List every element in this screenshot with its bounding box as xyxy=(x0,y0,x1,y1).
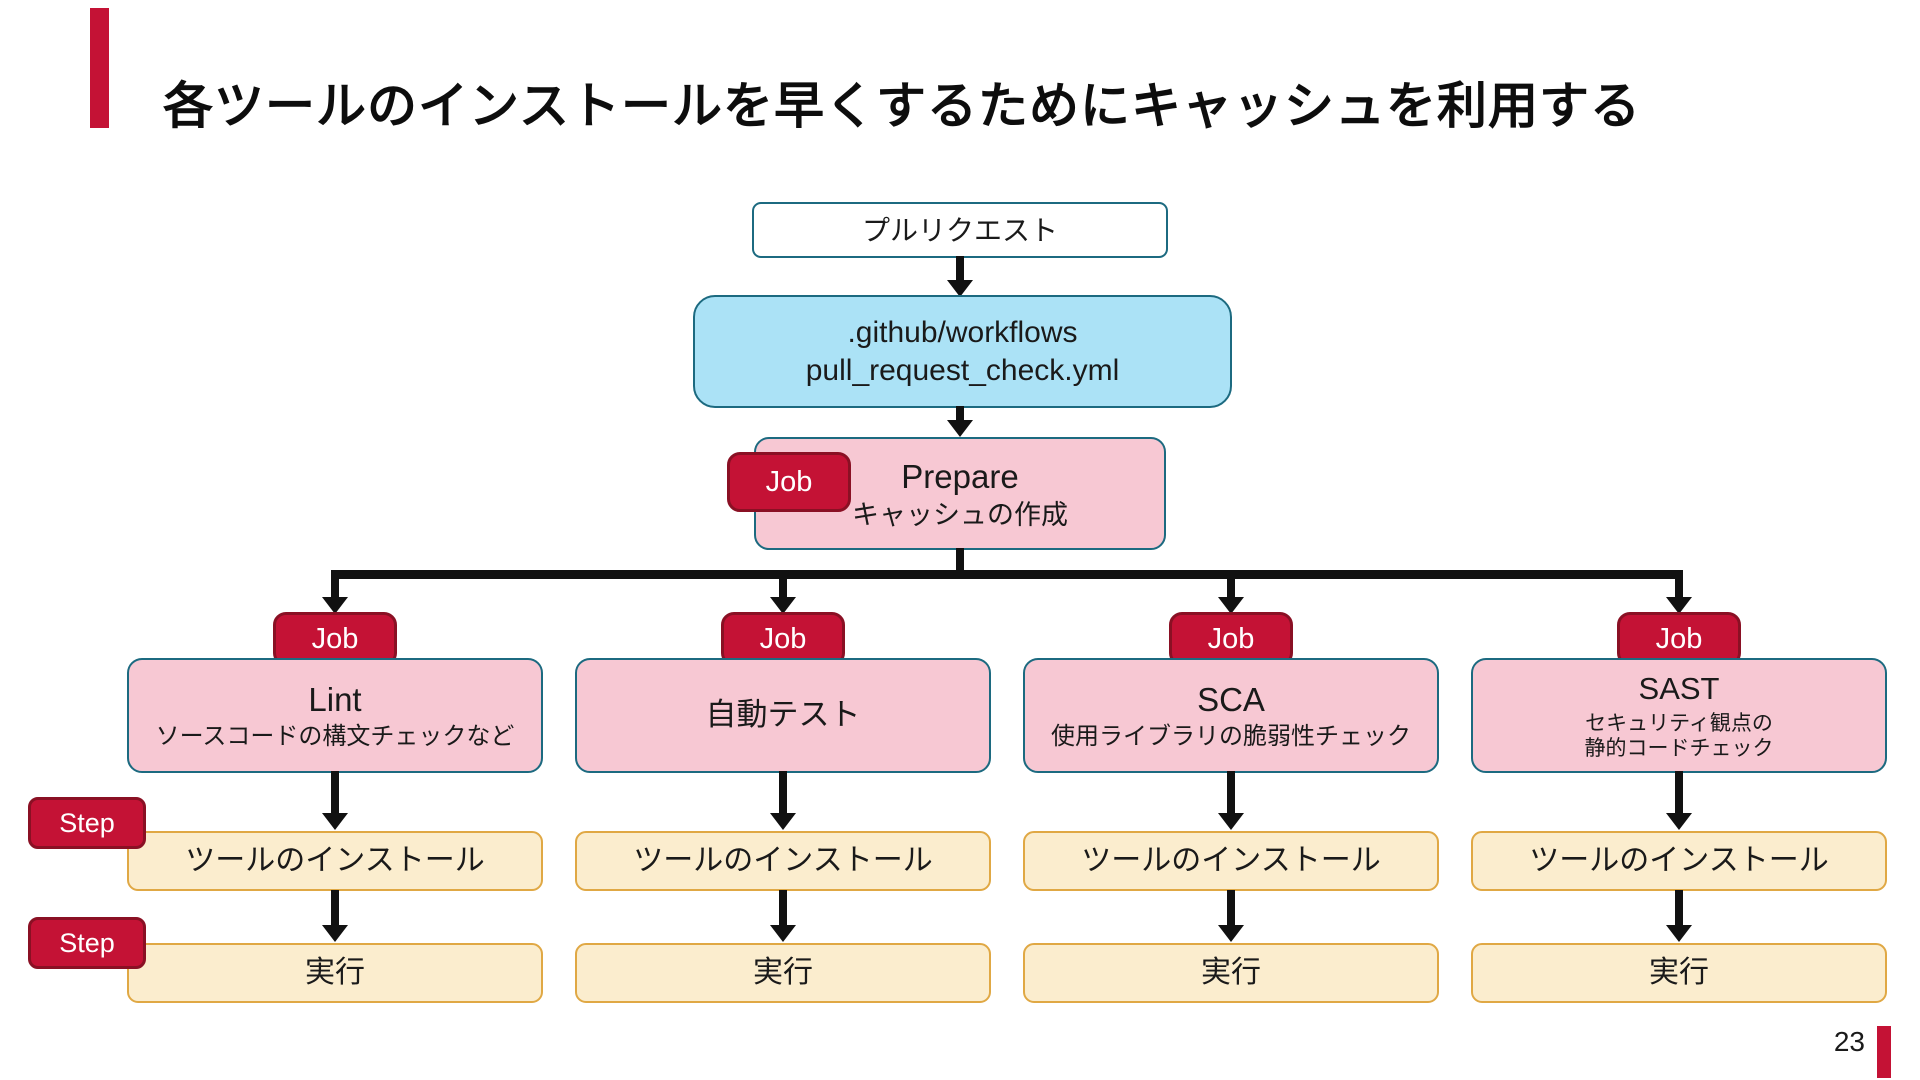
step-install-label: ツールのインストール xyxy=(1529,844,1829,878)
arrow-install-to-run xyxy=(331,890,339,927)
step-install-lint: ツールのインストール xyxy=(127,831,543,891)
job-title: SAST xyxy=(1638,670,1720,706)
step-install-label: ツールのインストール xyxy=(633,844,933,878)
step-run-label: 実行 xyxy=(305,956,365,990)
arrow-job-to-install xyxy=(1227,771,1235,815)
arrow-branch-to-lint xyxy=(331,579,339,599)
workflow-file-line2: pull_request_check.yml xyxy=(805,353,1120,387)
arrowhead xyxy=(947,420,973,437)
title-accent-bar xyxy=(90,8,109,128)
arrow-install-to-run xyxy=(1675,890,1683,927)
job-title: SCA xyxy=(1197,681,1265,719)
arrowhead xyxy=(1666,925,1692,942)
arrow-branch-to-sast xyxy=(1675,579,1683,599)
job-badge-sca: Job xyxy=(1169,612,1293,666)
step-run-sast: 実行 xyxy=(1471,943,1887,1003)
prepare-title: Prepare xyxy=(901,457,1019,495)
arrow-install-to-run xyxy=(779,890,787,927)
node-job-sast: SAST セキュリティ観点の 静的コードチェック xyxy=(1471,658,1887,773)
step-run-label: 実行 xyxy=(1649,956,1709,990)
node-pull-request-label: プルリクエスト xyxy=(861,214,1058,246)
arrow-branch-to-sca xyxy=(1227,579,1235,599)
prepare-subtitle: キャッシュの作成 xyxy=(852,499,1068,530)
step-run-sca: 実行 xyxy=(1023,943,1439,1003)
arrowhead xyxy=(322,597,348,614)
node-workflow-file: .github/workflows pull_request_check.yml xyxy=(693,295,1232,408)
connector-stub xyxy=(956,548,964,578)
node-job-test: 自動テスト xyxy=(575,658,991,773)
arrowhead xyxy=(1666,813,1692,830)
arrow-install-to-run xyxy=(1227,890,1235,927)
arrow-trigger-to-workflow xyxy=(956,256,964,282)
step-install-sast: ツールのインストール xyxy=(1471,831,1887,891)
step-run-label: 実行 xyxy=(753,956,813,990)
node-job-lint: Lint ソースコードの構文チェックなど xyxy=(127,658,543,773)
slide-title: 各ツールのインストールを早くするためにキャッシュを利用する xyxy=(163,78,1641,134)
node-pull-request: プルリクエスト xyxy=(752,202,1168,258)
arrowhead xyxy=(322,925,348,942)
page-number: 23 xyxy=(1833,1026,1865,1057)
step-badge-install: Step xyxy=(28,797,146,849)
arrowhead xyxy=(770,813,796,830)
job-title: Lint xyxy=(308,681,362,719)
arrow-workflow-to-prepare xyxy=(956,406,964,422)
step-install-label: ツールのインストール xyxy=(1081,844,1381,878)
step-install-label: ツールのインストール xyxy=(185,844,485,878)
node-job-sca: SCA 使用ライブラリの脆弱性チェック xyxy=(1023,658,1439,773)
workflow-file-line1: .github/workflows xyxy=(847,315,1078,349)
step-badge-run: Step xyxy=(28,917,146,969)
arrowhead xyxy=(770,597,796,614)
arrowhead xyxy=(1218,925,1244,942)
job-subtitle: セキュリティ観点の 静的コードチェック xyxy=(1584,711,1774,760)
job-badge-prepare: Job xyxy=(727,452,851,512)
job-subtitle: ソースコードの構文チェックなど xyxy=(155,722,515,750)
arrowhead xyxy=(770,925,796,942)
job-title: 自動テスト xyxy=(705,697,861,733)
arrowhead xyxy=(322,813,348,830)
arrow-job-to-install xyxy=(331,771,339,815)
step-run-label: 実行 xyxy=(1201,956,1261,990)
arrow-job-to-install xyxy=(1675,771,1683,815)
arrowhead xyxy=(1666,597,1692,614)
arrow-branch-to-test xyxy=(779,579,787,599)
step-run-lint: 実行 xyxy=(127,943,543,1003)
job-subtitle: 使用ライブラリの脆弱性チェック xyxy=(1051,722,1411,750)
step-run-test: 実行 xyxy=(575,943,991,1003)
job-badge-test: Job xyxy=(721,612,845,666)
step-install-test: ツールのインストール xyxy=(575,831,991,891)
arrowhead xyxy=(947,280,973,297)
step-install-sca: ツールのインストール xyxy=(1023,831,1439,891)
page-accent-bar xyxy=(1877,1026,1891,1078)
arrow-job-to-install xyxy=(779,771,787,815)
connector-branch-line xyxy=(331,570,1683,579)
arrowhead xyxy=(1218,597,1244,614)
arrowhead xyxy=(1218,813,1244,830)
